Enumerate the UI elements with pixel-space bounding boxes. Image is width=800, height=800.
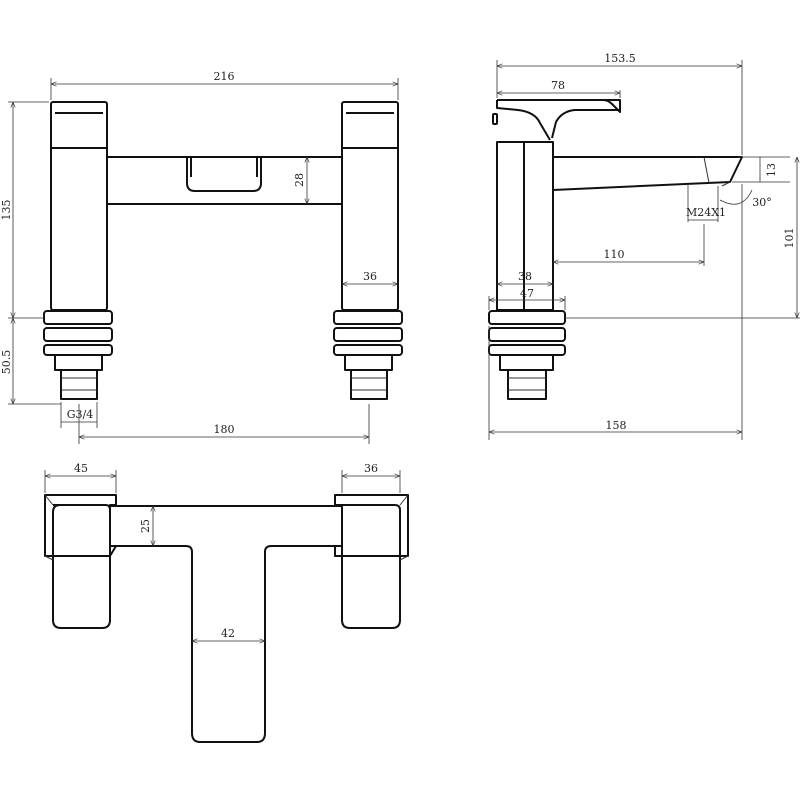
dim-47-label: 47	[520, 287, 534, 300]
dim-45: 45	[44, 462, 117, 493]
dim-110-label: 110	[604, 248, 625, 261]
dim-78: 78	[497, 79, 621, 98]
front-view: 216 135 28 36 50.5 G3/4	[0, 70, 403, 444]
dim-25: 25	[139, 506, 153, 546]
top-bridge-spout	[110, 505, 342, 743]
dim-13: 13	[732, 156, 790, 183]
left-fixing	[43, 310, 113, 400]
side-lever	[492, 99, 621, 141]
bridge-spout	[107, 156, 342, 205]
side-spout	[552, 156, 743, 191]
dim-42: 42	[192, 627, 265, 641]
dim-38: 38	[497, 270, 553, 284]
dim-m24-label: M24X1	[686, 206, 726, 219]
dim-angle-30-label: 30°	[752, 196, 772, 209]
dim-42-label: 42	[221, 627, 235, 640]
dim-36-top: 36	[341, 462, 401, 493]
dim-50-5-label: 50.5	[0, 350, 13, 375]
dim-50-5: 50.5	[0, 318, 61, 405]
dim-78-label: 78	[551, 79, 565, 92]
dim-158-label: 158	[606, 419, 627, 432]
dim-36: 36	[342, 270, 398, 284]
dim-angle-30: 30°	[719, 189, 772, 209]
dim-28-label: 28	[293, 173, 306, 187]
dim-13-label: 13	[765, 163, 778, 177]
right-fixing	[333, 310, 403, 400]
left-pillar	[50, 101, 108, 311]
dim-153-5-label: 153.5	[604, 52, 636, 65]
dim-158: 158	[488, 184, 743, 440]
dim-101: 101	[565, 157, 800, 319]
side-view: 153.5 78 13 30° M24X1	[488, 52, 800, 440]
dim-135-label: 135	[0, 200, 13, 221]
dim-47: 47	[488, 287, 566, 310]
dim-216: 216	[50, 70, 399, 100]
dim-216-label: 216	[214, 70, 235, 83]
dim-36-top-label: 36	[364, 462, 378, 475]
dim-g34-label: G3/4	[67, 408, 94, 421]
dim-m24: M24X1	[686, 184, 726, 222]
dim-135: 135	[0, 101, 49, 319]
dim-101-label: 101	[783, 228, 796, 249]
dim-110: 110	[553, 224, 705, 266]
dim-180: 180	[78, 404, 370, 444]
dim-45-label: 45	[74, 462, 88, 475]
side-fixing	[488, 310, 566, 400]
top-view: 45 36 25 42	[44, 462, 409, 743]
dim-25-label: 25	[139, 519, 152, 533]
dim-180-label: 180	[214, 423, 235, 436]
top-right-handle	[334, 494, 409, 629]
top-left-handle	[44, 494, 117, 629]
dim-36-label: 36	[363, 270, 377, 283]
dim-38-label: 38	[518, 270, 532, 283]
side-body	[496, 141, 554, 311]
dim-28: 28	[293, 157, 307, 204]
